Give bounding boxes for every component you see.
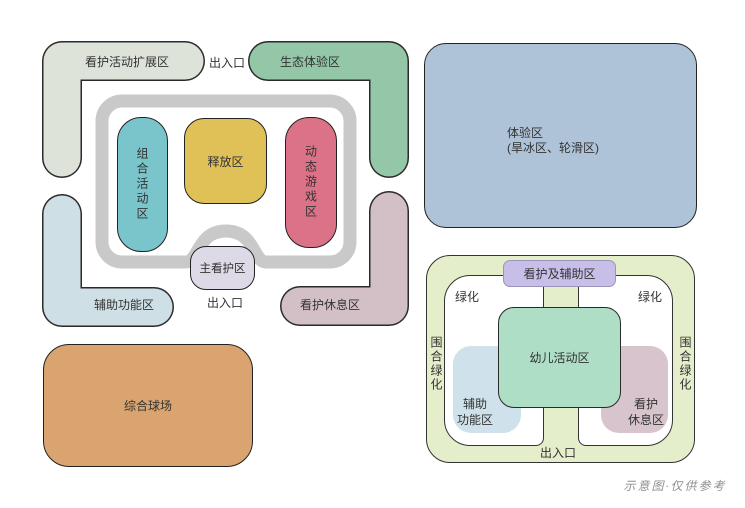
- experience-zone-title: 体验区: [507, 126, 544, 140]
- zone-rest-label: 看护休息区: [299, 298, 360, 312]
- toddler-aux-label: 辅助 功能区: [456, 397, 493, 427]
- green-left-label: 绿化: [454, 290, 479, 304]
- entrance-top-label: 出入口: [208, 56, 245, 70]
- footer-caption: 示意图·仅供参考: [623, 479, 727, 493]
- care-aux-label: 看护及辅助区: [523, 267, 596, 281]
- toddler-activity-label: 幼儿活动区: [529, 351, 590, 365]
- zone-main-care-block: 主看护区: [190, 246, 255, 290]
- zone-aux-shape: [43, 195, 173, 326]
- care-aux-block: 看护及辅助区: [503, 260, 616, 287]
- zone-eco-shape: [249, 42, 408, 177]
- enclosure-green-left-label: 围合绿化: [429, 336, 443, 392]
- zone-dynamic-label: 动态游戏区: [303, 145, 318, 220]
- entrance-bottom-label: 出入口: [206, 296, 243, 310]
- zone-expansion-label: 看护活动扩展区: [84, 55, 169, 69]
- green-right-label: 绿化: [637, 290, 662, 304]
- toddler-rest-label: 看护 休息区: [627, 397, 664, 427]
- zone-release-block: 释放区: [184, 118, 267, 204]
- toddler-entrance-label: 出入口: [539, 446, 576, 460]
- experience-zone-block: 体验区 (旱冰区、轮滑区): [424, 43, 697, 228]
- zone-aux-label: 辅助功能区: [93, 298, 154, 312]
- experience-zone-subtitle: (旱冰区、轮滑区): [507, 141, 599, 155]
- zone-combo-label: 组合活动区: [135, 147, 149, 222]
- toddler-panel: 幼儿活动区 看护及辅助区 绿化 绿化 围合绿化 围合绿化 辅助 功能区 看护 休…: [426, 255, 695, 463]
- zone-rest-shape: [281, 192, 408, 325]
- zone-eco-label: 生态体验区: [279, 55, 340, 69]
- ball-court-block: 综合球场: [43, 344, 253, 467]
- zone-main-care-label: 主看护区: [199, 263, 246, 275]
- zone-expansion-shape: [43, 42, 204, 177]
- enclosure-green-right-label: 围合绿化: [678, 336, 692, 392]
- circulation-track-shape: [95, 94, 357, 269]
- ball-court-label: 综合球场: [123, 399, 172, 413]
- toddler-activity-block: 幼儿活动区: [498, 307, 621, 408]
- zone-dynamic-block: 动态游戏区: [285, 117, 337, 248]
- zone-combo-block: 组合活动区: [117, 117, 168, 252]
- zone-release-label: 释放区: [207, 154, 244, 169]
